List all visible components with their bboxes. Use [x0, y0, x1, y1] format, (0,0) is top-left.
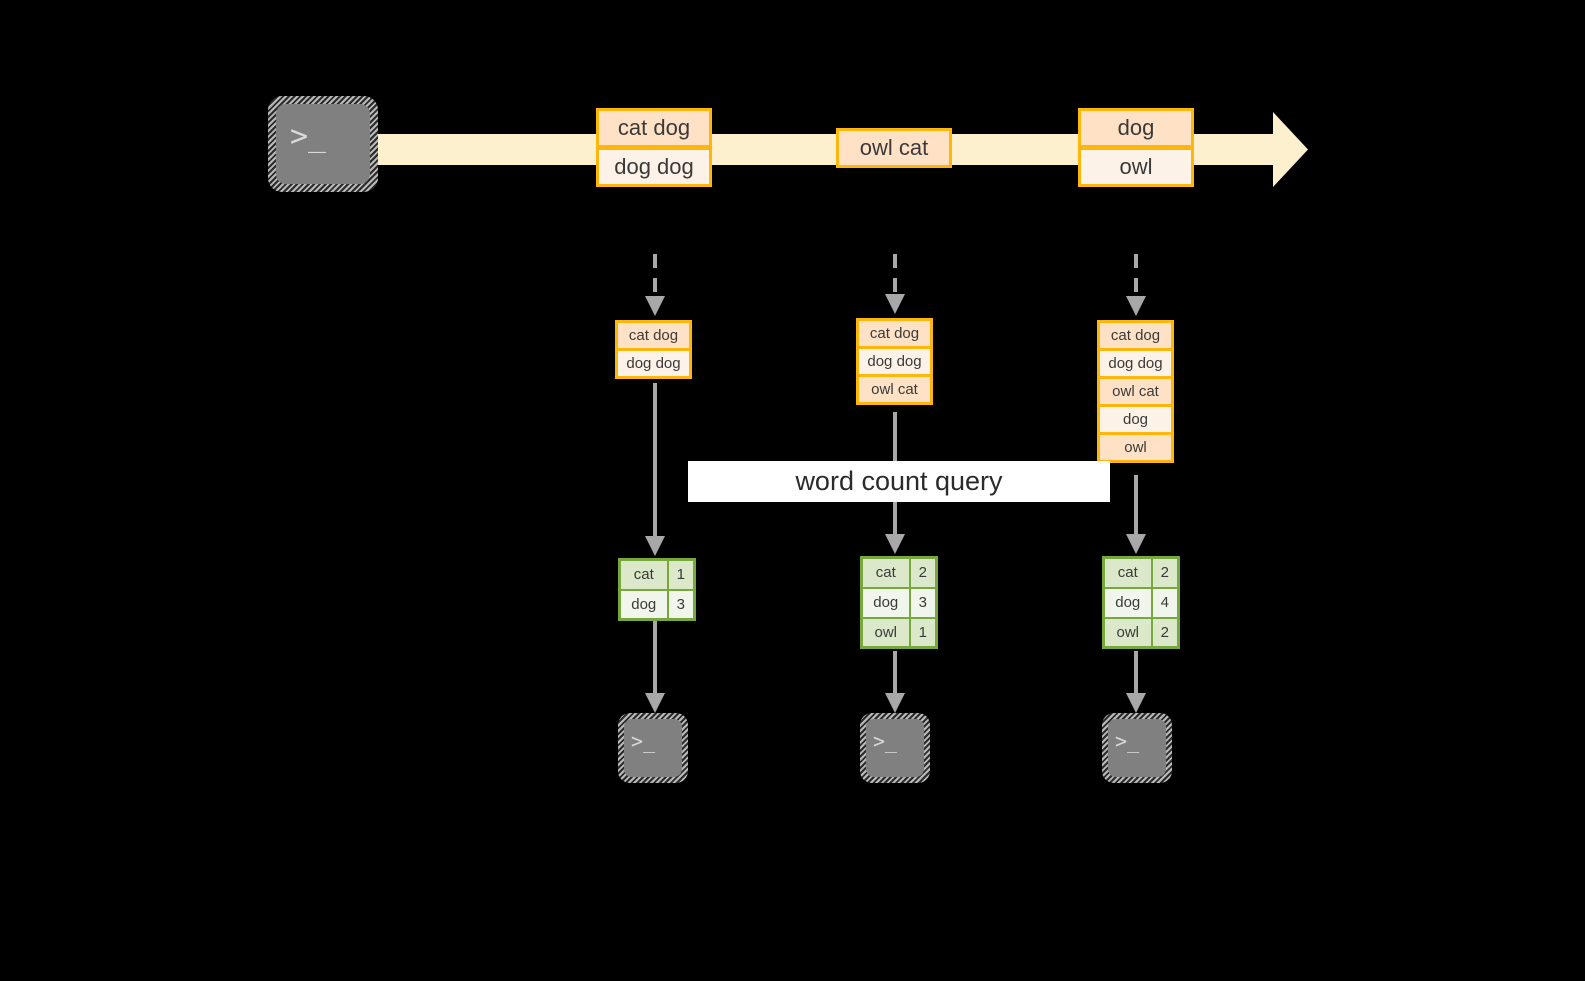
stream-record: dog — [1078, 108, 1194, 148]
stream-record: dog dog — [596, 147, 712, 187]
table-row: owl 1 — [860, 616, 938, 649]
snapshot-record: dog dog — [856, 346, 933, 377]
count-cell: 1 — [908, 616, 938, 649]
count-cell: 4 — [1150, 586, 1180, 619]
source-terminal-icon: >_ — [268, 96, 378, 192]
stream-record: cat dog — [596, 108, 712, 148]
snapshot-record: dog — [1097, 404, 1174, 435]
count-cell: 3 — [908, 586, 938, 619]
snapshot-record: cat dog — [1097, 320, 1174, 351]
snapshot-record: cat dog — [615, 320, 692, 351]
count-cell: 1 — [666, 558, 696, 591]
terminal-prompt-glyph: >_ — [1115, 729, 1140, 753]
table-row: owl 2 — [1102, 616, 1180, 649]
word-cell: cat — [1102, 556, 1153, 589]
sink-terminal-icon: >_ — [618, 713, 688, 783]
word-cell: cat — [860, 556, 911, 589]
table-row: dog 4 — [1102, 586, 1180, 619]
count-cell: 2 — [1150, 616, 1180, 649]
snapshot-record: owl cat — [1097, 376, 1174, 407]
result-table-3: cat 2 dog 4 owl 2 — [1102, 556, 1180, 649]
word-cell: cat — [618, 558, 669, 591]
word-cell: dog — [618, 588, 669, 621]
count-cell: 3 — [666, 588, 696, 621]
snapshot-record: dog dog — [615, 348, 692, 379]
terminal-screen — [276, 104, 370, 184]
stream-record: owl cat — [836, 128, 952, 168]
terminal-prompt-glyph: >_ — [631, 729, 656, 753]
stream-record: owl — [1078, 147, 1194, 187]
count-cell: 2 — [1150, 556, 1180, 589]
terminal-prompt-glyph: >_ — [290, 119, 327, 154]
terminal-prompt-glyph: >_ — [873, 729, 898, 753]
table-row: dog 3 — [860, 586, 938, 619]
sink-terminal-icon: >_ — [860, 713, 930, 783]
word-cell: owl — [860, 616, 911, 649]
table-row: cat 1 — [618, 558, 696, 591]
table-row: cat 2 — [1102, 556, 1180, 589]
terminal-screen — [866, 719, 924, 777]
snapshot-record: owl — [1097, 432, 1174, 463]
query-label: word count query — [688, 461, 1110, 502]
word-cell: dog — [860, 586, 911, 619]
snapshot-3-records: cat dog dog dog owl cat dog owl — [1097, 320, 1174, 463]
table-row: cat 2 — [860, 556, 938, 589]
table-row: dog 3 — [618, 588, 696, 621]
terminal-screen — [624, 719, 682, 777]
snapshot-1-records: cat dog dog dog — [615, 320, 692, 379]
word-cell: owl — [1102, 616, 1153, 649]
dashed-down-arrows — [645, 254, 1146, 316]
snapshot-record: dog dog — [1097, 348, 1174, 379]
terminal-screen — [1108, 719, 1166, 777]
word-cell: dog — [1102, 586, 1153, 619]
count-cell: 2 — [908, 556, 938, 589]
snapshot-record: cat dog — [856, 318, 933, 349]
snapshot-2-records: cat dog dog dog owl cat — [856, 318, 933, 405]
sink-terminal-icon: >_ — [1102, 713, 1172, 783]
snapshot-record: owl cat — [856, 374, 933, 405]
result-table-2: cat 2 dog 3 owl 1 — [860, 556, 938, 649]
result-table-1: cat 1 dog 3 — [618, 558, 696, 621]
